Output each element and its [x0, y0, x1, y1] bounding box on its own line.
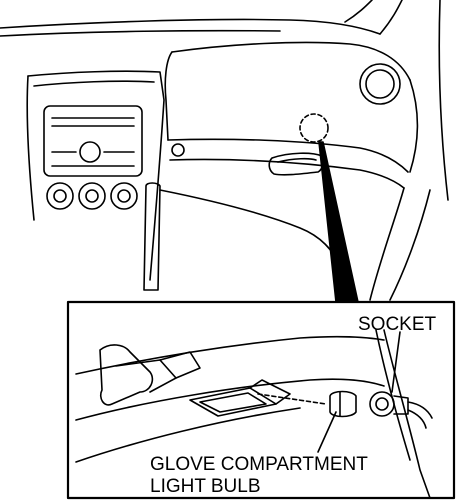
glove-box-handle-inner: [277, 157, 317, 163]
right-vent: [359, 63, 401, 105]
detail-lamp-lens: [249, 379, 291, 405]
a-pillar: [344, 0, 373, 23]
bulb-leader: [317, 411, 337, 453]
callout-pointer: [318, 141, 359, 303]
detail-removal-path: [257, 393, 327, 405]
detail-view: [75, 329, 433, 499]
bulb-label-line1: GLOVE COMPARTMENT: [150, 454, 368, 475]
detail-side-panel: [383, 329, 431, 499]
detail-latch-arm-2: [159, 351, 201, 379]
dash-top-edge: [0, 18, 381, 35]
dash-right-lower: [369, 187, 405, 301]
climate-knob-center: [78, 182, 106, 210]
climate-knob-right: [110, 182, 138, 210]
audio-knob: [79, 141, 101, 163]
glove-box-lid: [167, 138, 409, 173]
detail-latch: [99, 344, 154, 406]
detail-latch-arm: [115, 359, 177, 393]
bulb-label-line2: LIGHT BULB: [150, 476, 261, 497]
dash-right-side: [409, 79, 419, 173]
socket-label: SOCKET: [358, 314, 437, 335]
detail-lid-bottom: [75, 407, 301, 463]
dash-top-edge-inner: [0, 29, 281, 37]
climate-knob-left: [46, 182, 74, 210]
bulb-location-marker: [299, 113, 329, 143]
glove-box-lid-lower: [169, 158, 405, 189]
dashboard-overview: [0, 0, 449, 301]
shift-lever: [143, 182, 161, 291]
socket-collar: [393, 395, 409, 415]
glove-compartment-bulb: [329, 390, 357, 418]
dash-right-lower-2: [389, 189, 431, 301]
climate-knob-left-inner: [53, 189, 67, 203]
door-edge: [438, 0, 449, 201]
a-pillar-inner: [379, 0, 403, 35]
climate-knob-right-inner: [117, 189, 131, 203]
detail-lid-front: [75, 378, 385, 421]
glove-box-top: [171, 41, 411, 81]
detail-lid-top: [75, 335, 385, 375]
center-knob: [171, 143, 185, 157]
socket-leader: [391, 331, 401, 393]
center-console-inner: [33, 80, 155, 87]
center-console: [27, 70, 165, 281]
console-left-edge: [26, 75, 35, 221]
audio-unit: [43, 105, 143, 177]
glove-box-handle: [268, 152, 324, 176]
socket-inner: [375, 397, 389, 411]
lower-dash-line: [159, 189, 341, 269]
right-vent-inner: [365, 69, 395, 99]
detail-box: [66, 300, 456, 500]
detail-lamp-housing-inner: [199, 392, 267, 413]
glove-box-left-edge: [164, 51, 173, 141]
climate-knob-center-inner: [85, 189, 99, 203]
socket-body: [369, 391, 395, 417]
detail-side-panel-inner: [375, 329, 411, 461]
socket-wires: [407, 401, 433, 429]
